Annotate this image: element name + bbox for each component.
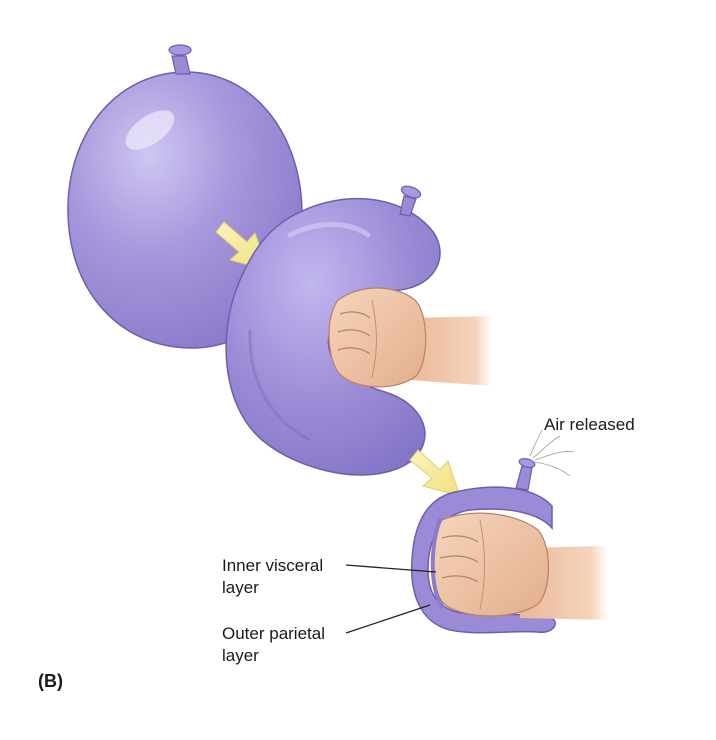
arrow-icon [410,450,460,496]
inner-visceral-layer-label: Inner visceral layer [222,555,323,599]
balloon-knot [400,196,416,216]
air-lines-icon [530,430,574,476]
outer-parietal-line2: layer [222,645,325,667]
balloon-knot [172,56,190,74]
air-released-text: Air released [544,414,635,436]
outer-parietal-layer-label: Outer parietal layer [222,623,325,667]
wrapped-fist [412,430,608,633]
outer-parietal-line1: Outer parietal [222,623,325,645]
fist-icon [433,513,548,616]
fist-icon [329,288,492,387]
panel-label: (B) [38,670,63,692]
panel-label-text: (B) [38,670,63,692]
air-released-label: Air released [544,414,635,436]
inner-visceral-line1: Inner visceral [222,555,323,577]
inner-visceral-line2: layer [222,577,323,599]
outer-parietal-leader-line [346,605,430,633]
